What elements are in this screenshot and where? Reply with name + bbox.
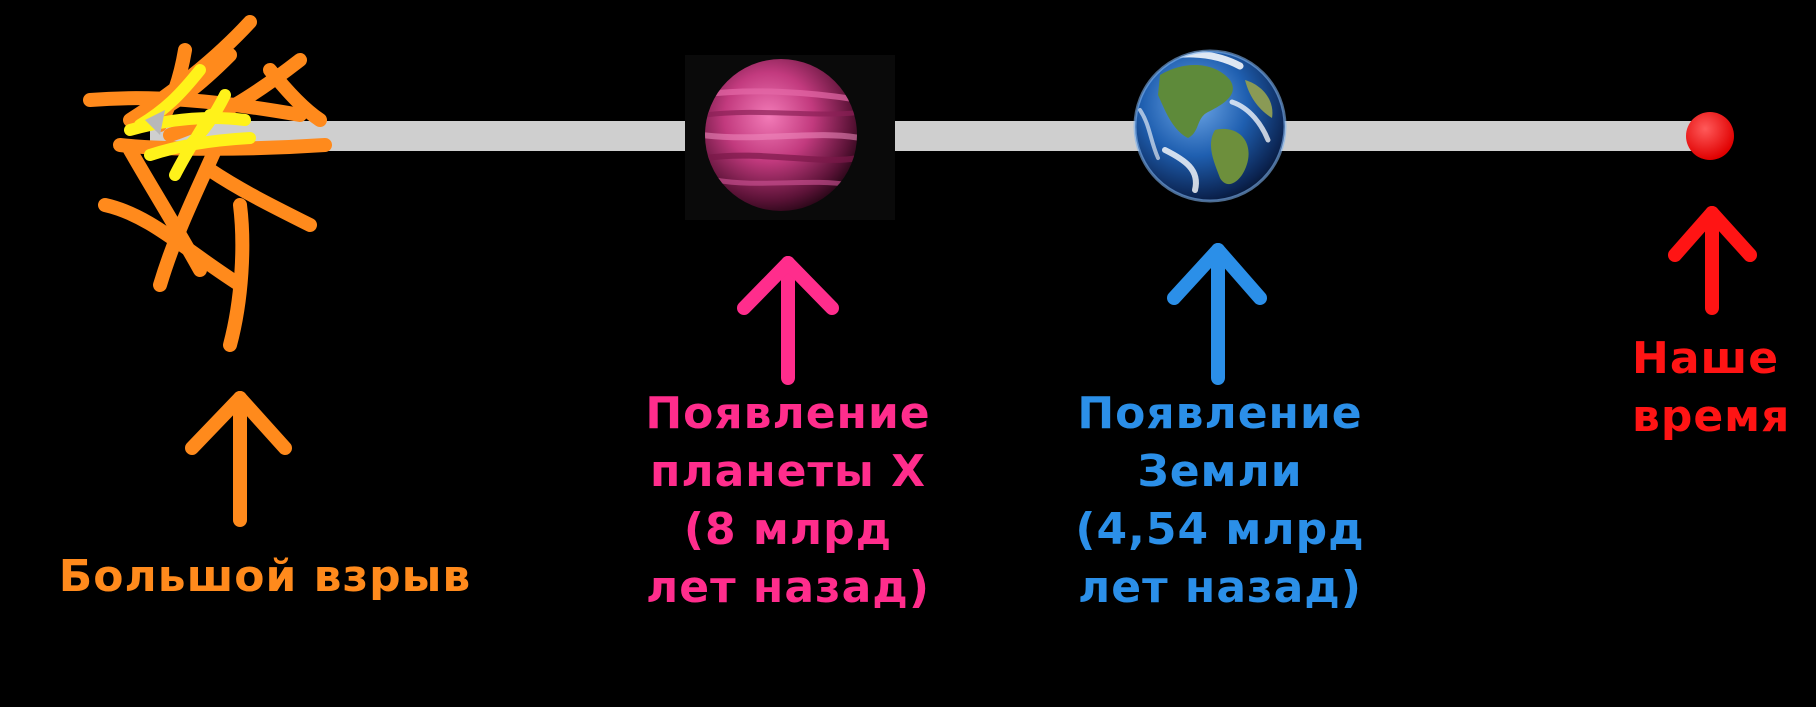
big-bang-arrow-icon [185, 391, 292, 527]
now-arrow-icon [1668, 206, 1757, 315]
planet-x-label-line: лет назад) [646, 562, 930, 613]
now-label-line: время [1632, 391, 1791, 442]
red-dot-icon [1686, 112, 1734, 160]
planet-x-arrow-icon [737, 256, 839, 385]
earth-label-line: Земли [1137, 446, 1303, 497]
earth-label-line: (4,54 млрд [1075, 504, 1365, 555]
earth-arrow-icon [1167, 243, 1267, 385]
planet-x-label: Появление планеты Х (8 млрд лет назад) [598, 385, 978, 617]
planet-x-label-line: (8 млрд [683, 504, 893, 555]
big-bang-label: Большой взрыв [5, 548, 525, 606]
earth-label-line: Появление [1077, 388, 1363, 439]
now-label-line: Наше [1632, 333, 1780, 384]
earth-label-line: лет назад) [1078, 562, 1362, 613]
explosion-icon [83, 15, 332, 352]
planet-icon [685, 55, 895, 220]
earth-label: Появление Земли (4,54 млрд лет назад) [1040, 385, 1400, 617]
planet-x-label-line: Появление [645, 388, 931, 439]
now-label: Наше время [1612, 330, 1816, 446]
timeline-bar [150, 121, 1710, 151]
planet-x-label-line: планеты Х [649, 446, 927, 497]
big-bang-label-line: Большой взрыв [58, 551, 472, 602]
earth-globe-icon [1133, 49, 1287, 203]
